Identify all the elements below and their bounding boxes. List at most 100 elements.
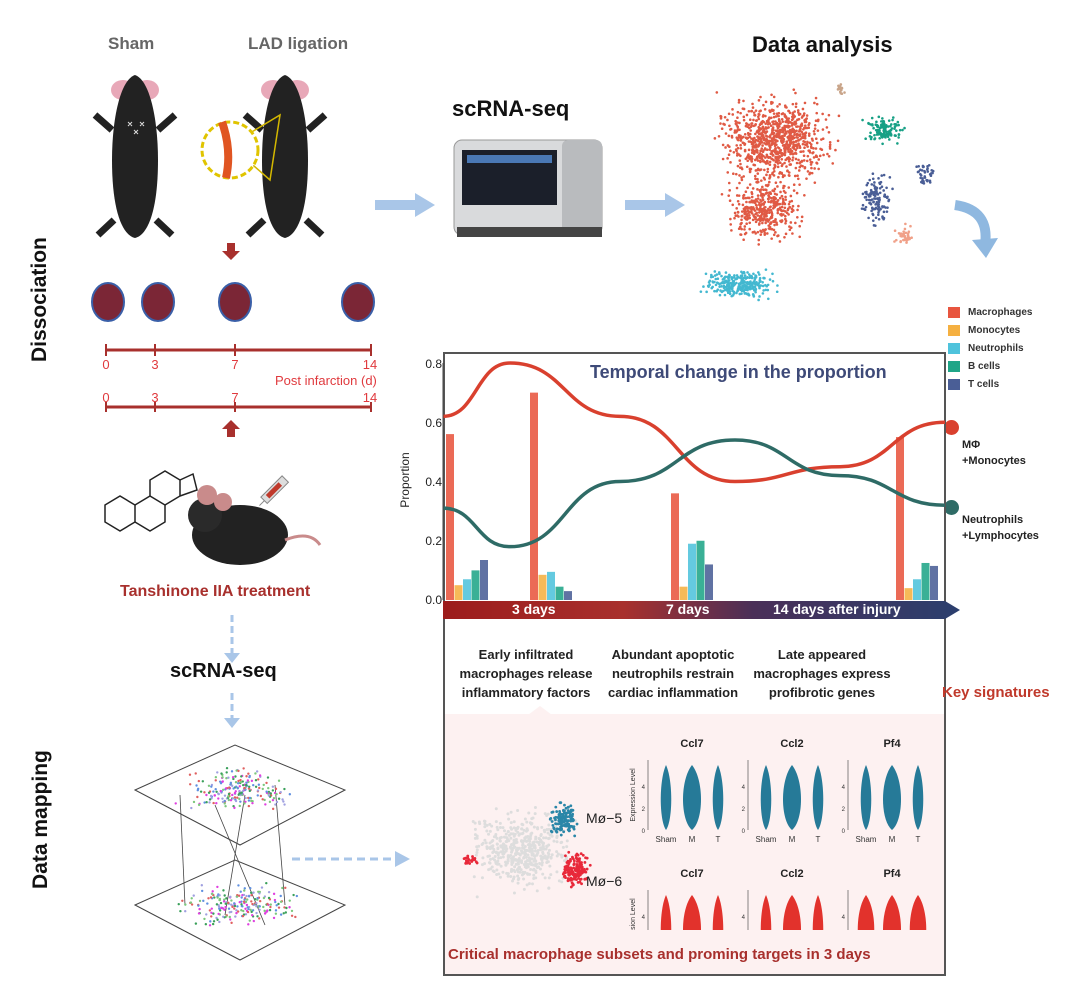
m5-point <box>566 828 570 832</box>
tsne-point <box>753 276 757 280</box>
tsne-point <box>734 119 737 123</box>
tsne-point <box>771 127 775 131</box>
tsne-point <box>756 159 760 162</box>
tsne-point <box>756 197 760 200</box>
treatment-illustration <box>104 470 322 565</box>
tsne-point <box>874 128 878 132</box>
timeline-tick: 0 <box>102 357 110 372</box>
mapping-point <box>236 905 239 908</box>
mapping-point <box>230 921 233 925</box>
tsne-point <box>784 115 788 118</box>
tsne-point <box>757 271 760 274</box>
tsne-point <box>788 200 792 204</box>
mapping-point <box>271 785 275 788</box>
tsne-point <box>760 216 763 219</box>
mapping-point <box>238 900 241 904</box>
tsne-point <box>743 283 746 287</box>
mapping-point <box>288 906 291 909</box>
tsne-point <box>917 164 921 168</box>
tsne-point <box>738 181 741 185</box>
tsne-point <box>873 194 877 198</box>
tsne-point <box>867 121 870 125</box>
tsne-point <box>789 194 793 198</box>
tsne-point <box>733 274 736 277</box>
tsne-point <box>780 129 784 132</box>
tsne-point <box>740 289 744 293</box>
tsne-point <box>884 123 888 127</box>
tsne-point <box>795 132 799 136</box>
map-point <box>547 876 551 880</box>
tsne-point <box>875 197 879 200</box>
tsne-point <box>801 107 805 111</box>
mapping-point <box>244 913 248 916</box>
tsne-point <box>748 196 751 200</box>
tsne-point <box>793 174 797 178</box>
tsne-point <box>779 180 782 184</box>
tsne-point <box>792 136 795 139</box>
mapping-point <box>234 781 238 784</box>
tsne-point <box>764 127 768 130</box>
tsne-point <box>709 275 713 279</box>
tsne-point <box>748 170 752 174</box>
map-point <box>495 825 499 829</box>
mapping-point <box>227 792 231 796</box>
tsne-point <box>796 146 799 150</box>
tsne-point <box>778 196 782 200</box>
tsne-point <box>755 143 758 146</box>
map-point <box>557 879 561 883</box>
mapping-point <box>246 779 250 782</box>
tsne-point <box>717 271 721 274</box>
signature-abundant: Abundant apoptotic neutrophils restrain … <box>607 647 739 700</box>
mouse-icon <box>188 485 322 565</box>
tsne-point <box>730 294 734 298</box>
mapping-point <box>221 800 225 804</box>
map-point <box>488 857 492 861</box>
tsne-point <box>731 108 734 111</box>
tsne-point <box>896 120 900 124</box>
tsne-point <box>718 285 721 288</box>
mapping-point <box>233 907 236 910</box>
tsne-point <box>902 230 905 233</box>
arrow-right-icon <box>375 193 435 217</box>
tsne-point <box>779 190 782 194</box>
bar-neutrophils <box>688 543 696 600</box>
map-point <box>483 825 487 829</box>
mapping-point <box>228 915 231 919</box>
tsne-point <box>787 150 790 153</box>
map-point <box>488 861 492 865</box>
tsne-point <box>886 206 889 209</box>
tsne-point <box>710 273 713 277</box>
tsne-point <box>896 142 899 145</box>
tsne-point <box>748 183 752 186</box>
m5-point <box>571 812 575 816</box>
timeline-tick: 14 <box>362 357 378 372</box>
tsne-point <box>870 209 873 213</box>
tsne-point <box>720 127 724 131</box>
tsne-point <box>799 123 803 127</box>
tsne-point <box>734 214 738 218</box>
tsne-point <box>760 218 763 222</box>
mapping-point <box>241 905 244 908</box>
tsne-point <box>759 168 763 171</box>
tsne-point <box>705 290 708 294</box>
tsne-point <box>874 123 878 127</box>
subset-tsne-plot <box>462 801 592 899</box>
m5-point <box>552 826 556 830</box>
mapping-point <box>184 910 187 913</box>
m5-point <box>562 811 566 815</box>
mapping-point <box>218 780 222 783</box>
mapping-point <box>211 922 215 926</box>
tsne-point <box>783 235 786 239</box>
tsne-point <box>815 111 819 115</box>
map-point <box>488 854 492 858</box>
tsne-point <box>751 287 754 290</box>
tsne-point <box>737 202 741 206</box>
tsne-point <box>764 131 767 135</box>
mapping-point <box>237 793 240 796</box>
mapping-point <box>250 779 254 783</box>
violin-ccl7-t <box>712 765 724 830</box>
m6-point <box>567 850 571 854</box>
map-point <box>560 840 564 844</box>
map-point <box>534 876 538 880</box>
violin-y-tick: 4 <box>742 785 746 791</box>
